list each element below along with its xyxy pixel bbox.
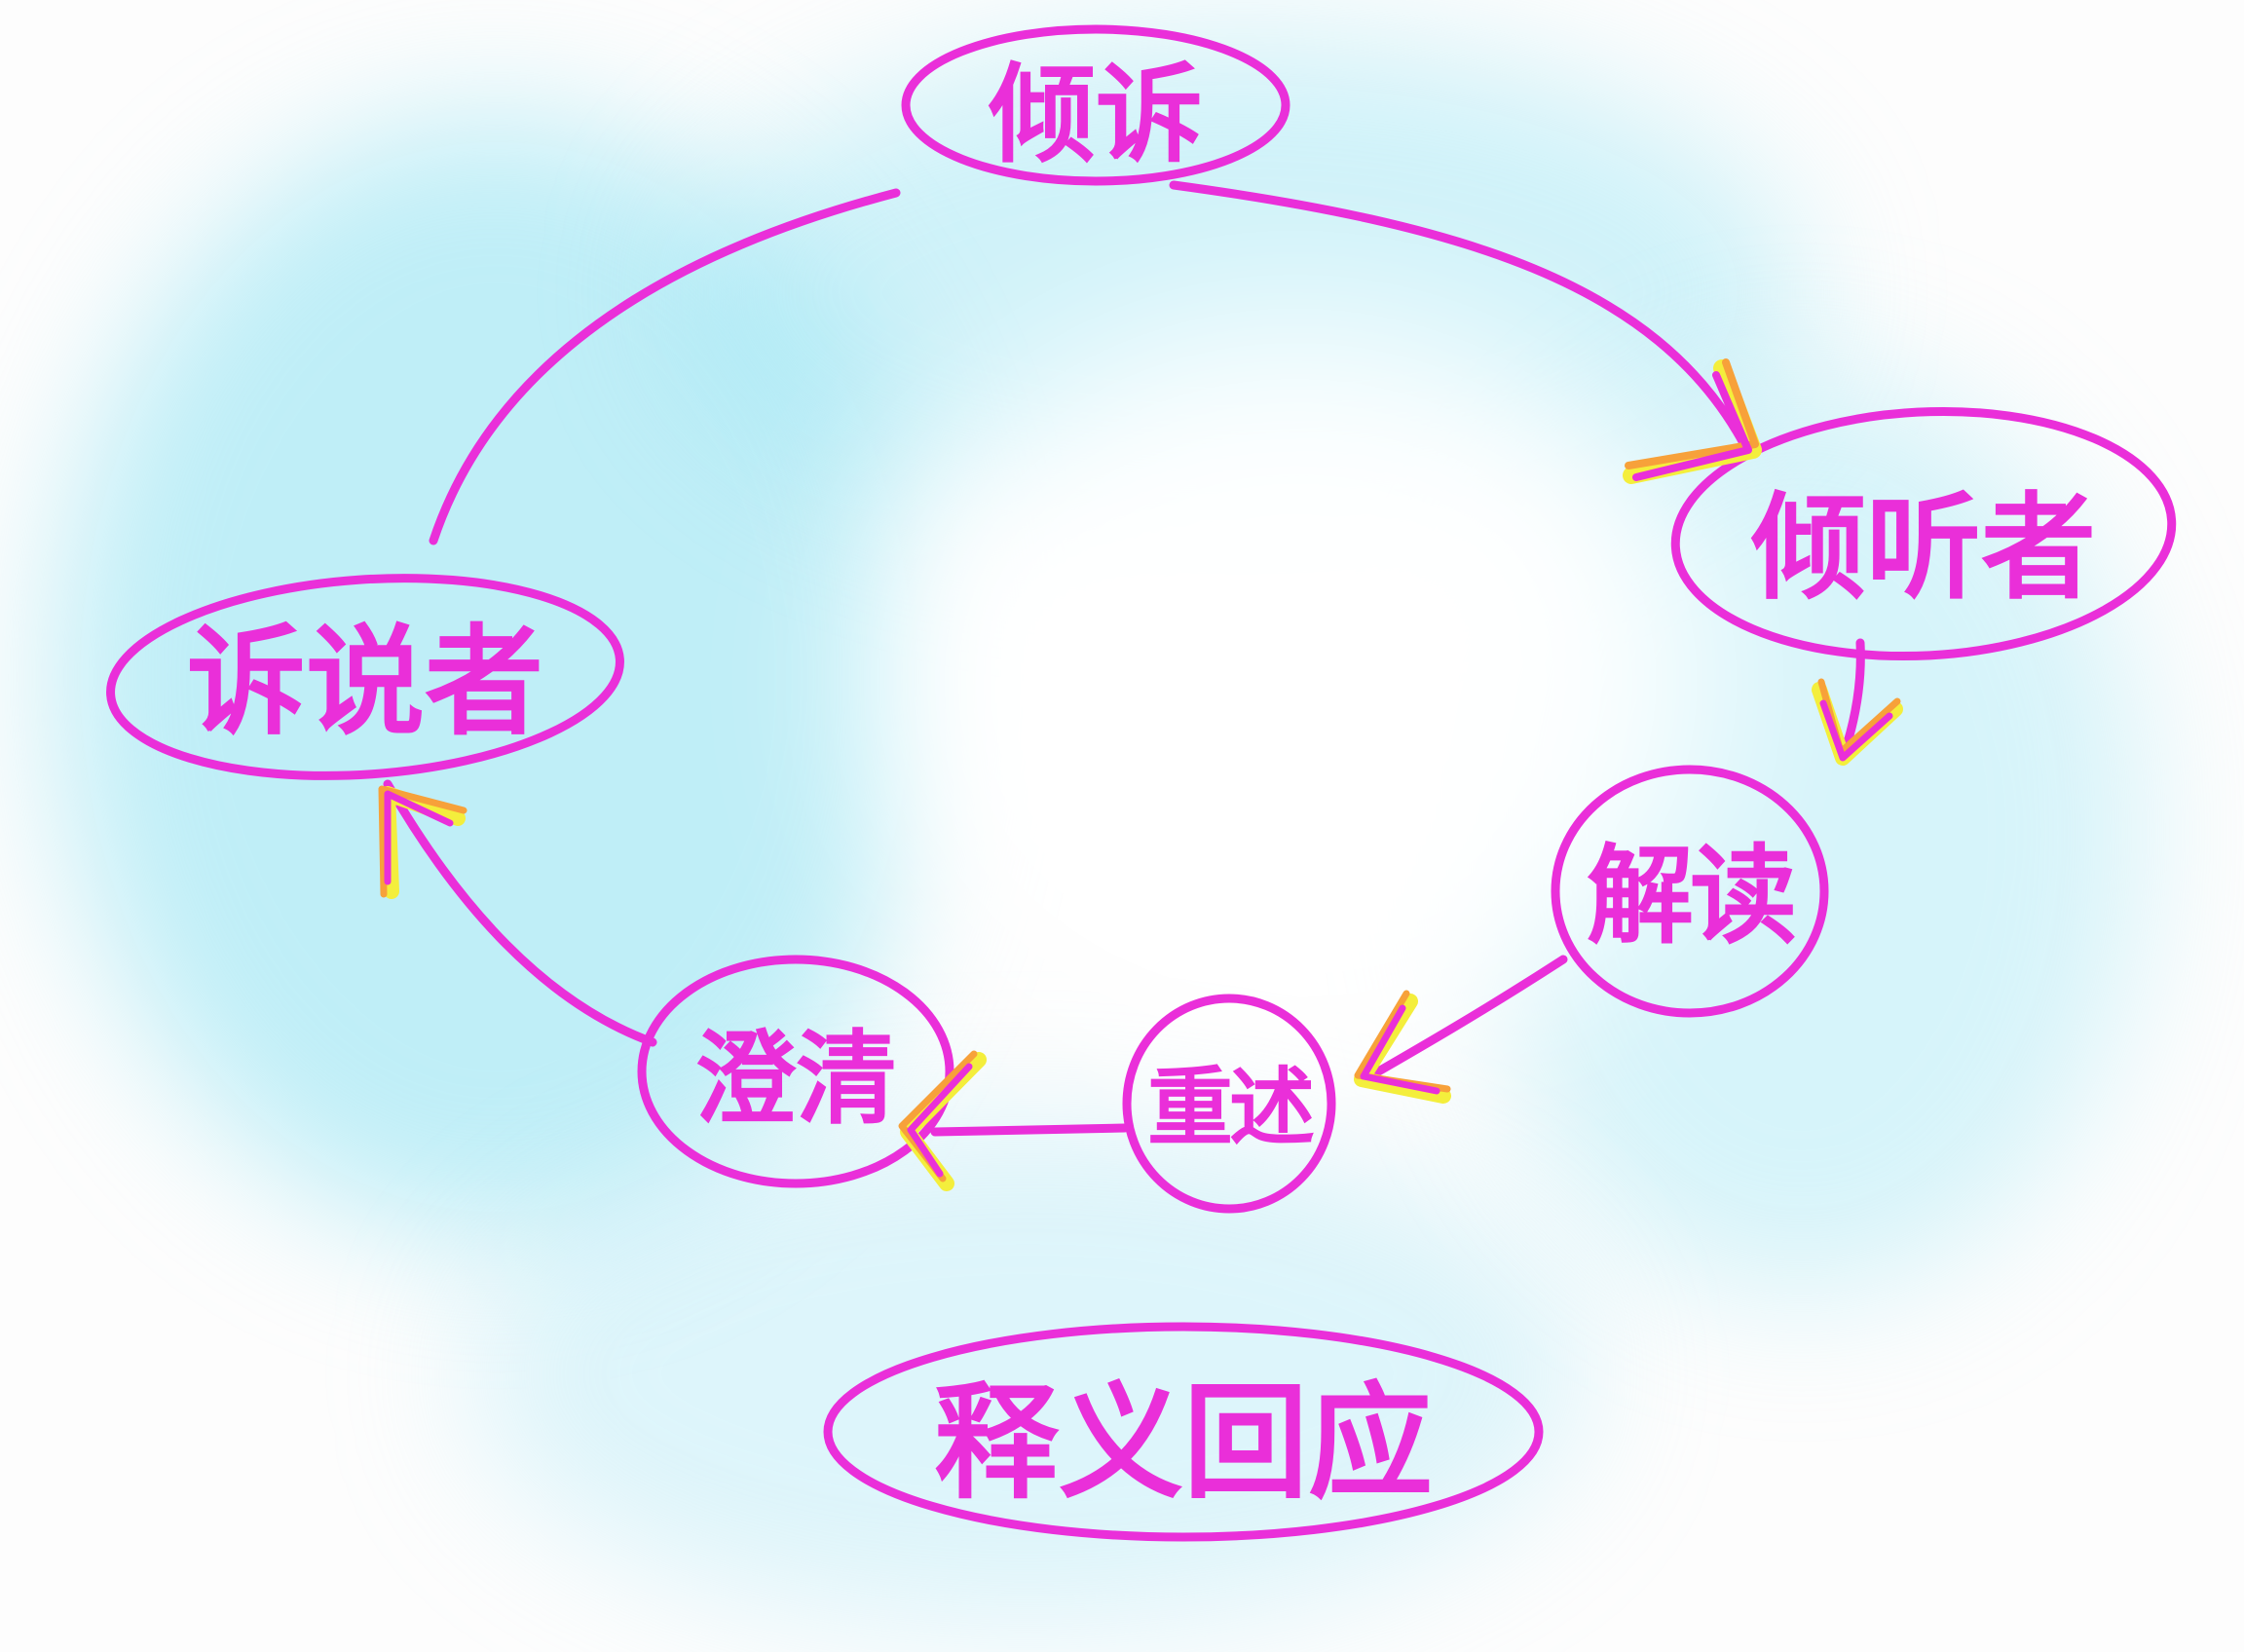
node-listener-ellipse — [1670, 406, 2177, 661]
arrow-clarify-to-speaker — [383, 779, 657, 1047]
arrow-top-to-listener — [429, 188, 901, 545]
node-bottom-ellipse — [823, 1322, 1544, 1542]
node-speaker-ellipse — [106, 574, 624, 780]
node-top-ellipse — [901, 24, 1290, 186]
node-speaker-label: 诉说者 — [187, 613, 543, 752]
node-decode-ellipse — [1551, 765, 1829, 1018]
node-clarify-ellipse — [637, 955, 954, 1188]
node-top-label: 倾诉 — [989, 53, 1203, 177]
node-clarify-label: 澄清 — [693, 1019, 898, 1139]
arc-top-to-listener — [1169, 180, 1748, 448]
node-restate-label: 重述 — [1146, 1057, 1315, 1158]
node-restate-ellipse — [1122, 994, 1336, 1214]
node-decode-label: 解读 — [1587, 834, 1797, 958]
arrow-restate-to-clarify — [930, 1123, 1130, 1137]
arrow-decode-to-restate — [1357, 955, 1568, 1086]
node-bottom-label: 释义回应 — [933, 1370, 1434, 1517]
node-listener-label: 倾听者 — [1750, 480, 2097, 616]
